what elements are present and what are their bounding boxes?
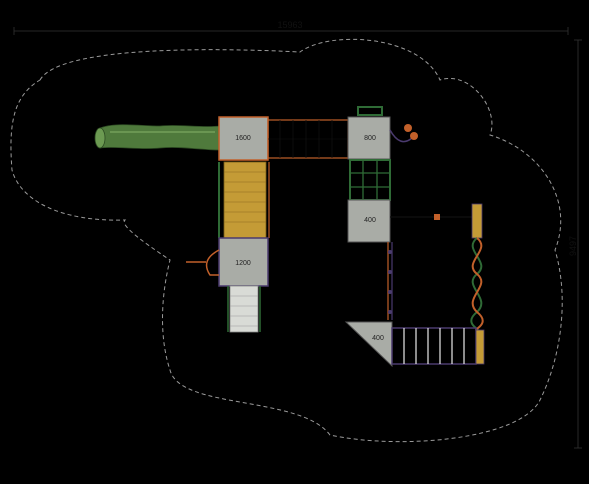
deck-1600: 1600 [218, 116, 269, 161]
telescope-icon [390, 214, 472, 220]
deck-400-lower-label: 400 [372, 335, 384, 342]
deck-400-lower: 400 [344, 321, 393, 368]
post-lower-right [475, 329, 485, 365]
step-ladder [227, 285, 261, 333]
width-dimension-label: 15963 [277, 20, 302, 30]
horizontal-ladder-bridge [267, 119, 349, 159]
steering-wheel-icon [389, 124, 418, 143]
deck-1600-label: 1600 [235, 135, 251, 142]
deck-800: 800 [347, 116, 391, 160]
safety-zone-outline [10, 38, 563, 443]
rope-climber [470, 237, 484, 331]
deck-400-upper-label: 400 [364, 217, 376, 224]
tube-slide [94, 124, 221, 151]
deck-800-label: 800 [364, 135, 376, 142]
roof-handle [357, 106, 383, 116]
overhead-ladder [391, 327, 477, 365]
wooden-stairs [218, 161, 270, 239]
height-dimension-label: 9497 [568, 236, 578, 256]
post-upper-right [471, 203, 483, 239]
side-climber-accessory [186, 249, 220, 276]
deck-1200-label: 1200 [235, 260, 251, 267]
chain-rail [387, 242, 393, 320]
deck-400-upper: 400 [347, 199, 391, 243]
deck-1200: 1200 [218, 237, 269, 287]
climbing-net [349, 159, 391, 201]
